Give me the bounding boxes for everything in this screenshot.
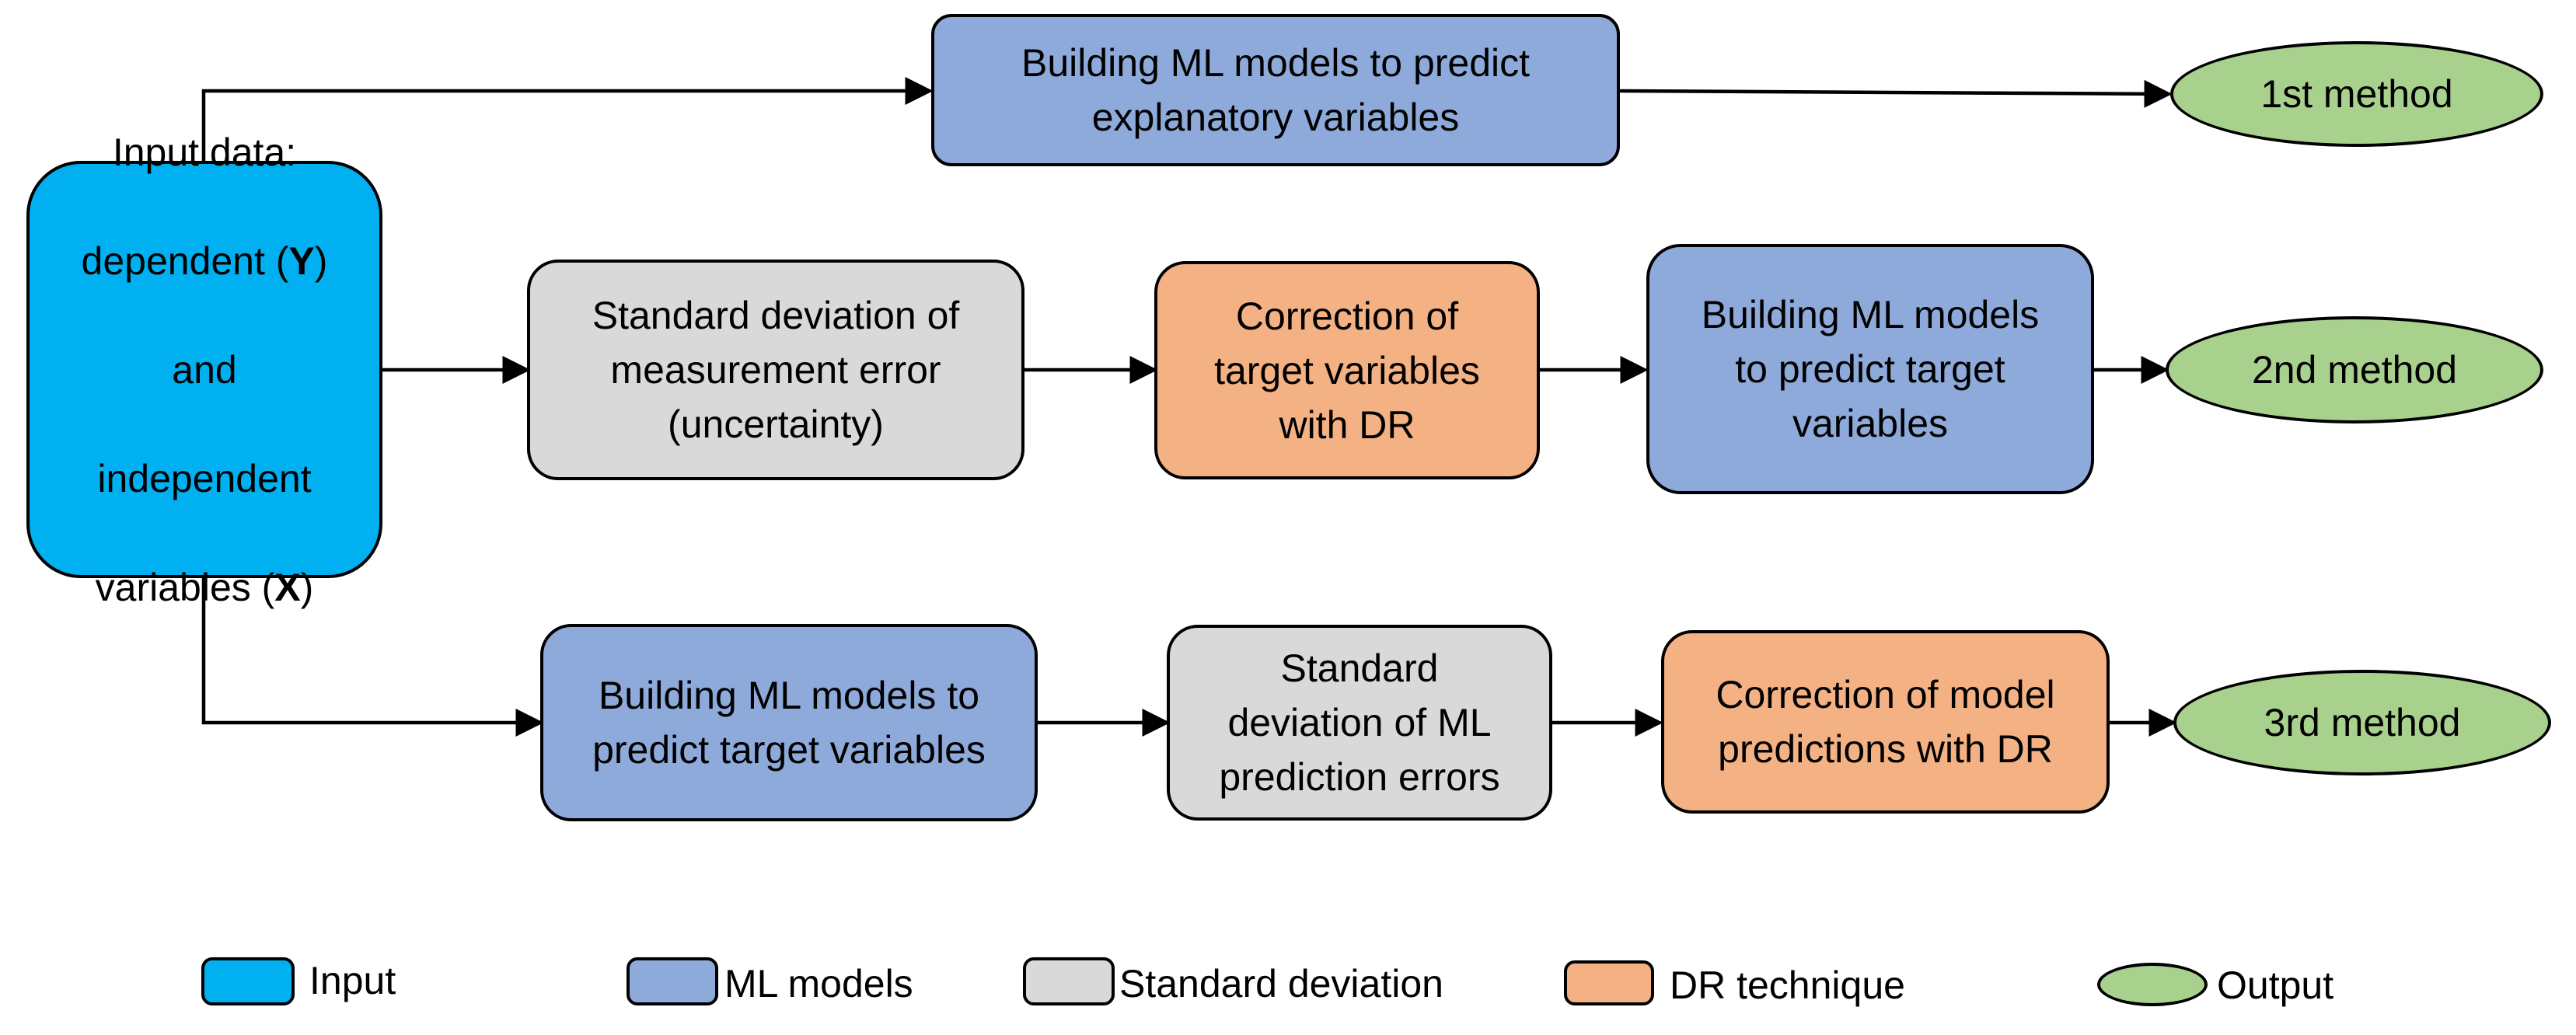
row3-standard-deviation-box: Standard deviation of ML prediction erro…	[1167, 625, 1552, 821]
row2-ml-models-box: Building ML models to predict target var…	[1646, 244, 2094, 494]
row1-ml-models-box: Building ML models to predict explanator…	[931, 14, 1620, 166]
variable-y: Y	[288, 239, 315, 283]
legend-ml-models-label: ML models	[724, 962, 913, 1005]
row2-standard-deviation-box: Standard deviation of measurement error …	[527, 260, 1024, 480]
input-line-2: dependent (Y)	[81, 239, 328, 283]
row2-dr-correction-box: Correction of target variables with DR	[1154, 261, 1540, 479]
input-line-5: variables (X)	[95, 565, 314, 609]
legend-dr-technique-label: DR technique	[1670, 964, 1905, 1007]
input-line-3: and	[172, 347, 237, 392]
legend-output-label: Output	[2217, 964, 2334, 1007]
legend-standard-deviation-swatch	[1023, 957, 1115, 1005]
legend-dr-technique-swatch	[1564, 960, 1654, 1005]
input-data-node: Input data: dependent (Y) and independen…	[26, 131, 382, 609]
legend-input-swatch	[201, 957, 295, 1005]
variable-x: X	[274, 565, 301, 609]
arrow-input-to-row1-ml	[201, 77, 934, 161]
row3-dr-correction-box: Correction of model predictions with DR	[1661, 630, 2110, 814]
input-line-1: Input data:	[112, 130, 297, 174]
output-2nd-method: 2nd method	[2166, 316, 2543, 423]
input-data-label: Input data: dependent (Y) and independen…	[82, 71, 328, 669]
legend-standard-deviation-label: Standard deviation	[1119, 962, 1443, 1005]
legend-ml-models-swatch	[627, 957, 718, 1005]
legend-input-label: Input	[309, 959, 396, 1002]
input-line-4: independent	[97, 456, 312, 500]
legend-output-swatch	[2097, 963, 2208, 1006]
arrow-row1-ml-to-output1	[1619, 79, 2173, 108]
row3-ml-models-box: Building ML models to predict target var…	[540, 624, 1038, 821]
output-3rd-method: 3rd method	[2173, 670, 2551, 775]
arrow-input-to-row3-ml	[201, 578, 544, 737]
output-1st-method: 1st method	[2170, 41, 2543, 147]
